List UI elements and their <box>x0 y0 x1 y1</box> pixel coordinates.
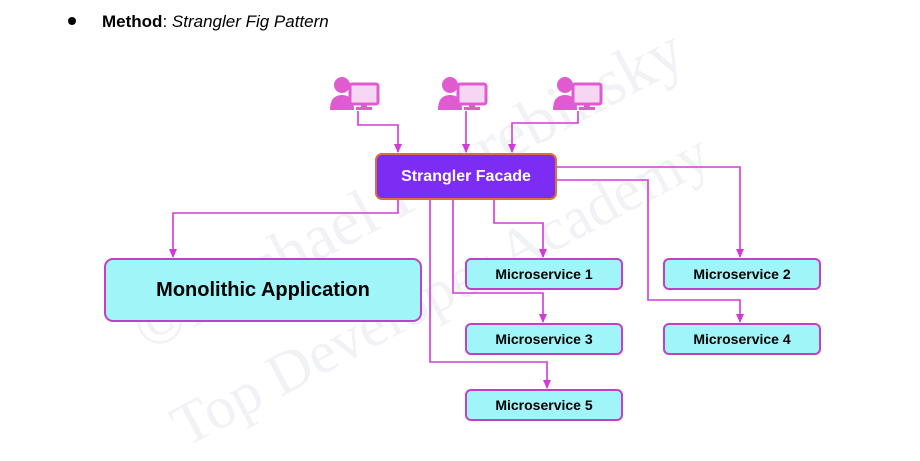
monolithic-application-box: Monolithic Application <box>104 258 422 322</box>
method-label: Method <box>102 12 163 31</box>
arrow-facade-to-ms2 <box>557 166 744 258</box>
method-heading: Method: Strangler Fig Pattern <box>68 12 329 32</box>
strangler-facade-box: Strangler Facade <box>375 153 557 200</box>
microservice-4-box: Microservice 4 <box>663 323 821 355</box>
arrow-facade-to-ms3 <box>452 200 547 323</box>
arrow-facade-to-ms1 <box>493 200 547 258</box>
method-separator: : <box>162 12 172 31</box>
arrow-facade-to-monolith <box>169 200 399 258</box>
user-computer-icon <box>551 75 603 112</box>
microservice-5-box: Microservice 5 <box>465 389 623 421</box>
microservice-2-box: Microservice 2 <box>663 258 821 290</box>
method-value: Strangler Fig Pattern <box>171 12 329 31</box>
user-computer-icon <box>436 75 488 112</box>
microservice-3-box: Microservice 3 <box>465 323 623 355</box>
microservice-1-box: Microservice 1 <box>465 258 623 290</box>
user-computer-icon <box>328 75 380 112</box>
arrow-user3-to-facade <box>508 111 579 153</box>
bullet-point <box>68 16 76 25</box>
arrow-facade-to-ms5 <box>429 200 551 389</box>
diagram-canvas <box>169 75 744 389</box>
arrow-user1-to-facade <box>357 111 402 153</box>
arrow-facade-to-ms4 <box>557 179 744 323</box>
